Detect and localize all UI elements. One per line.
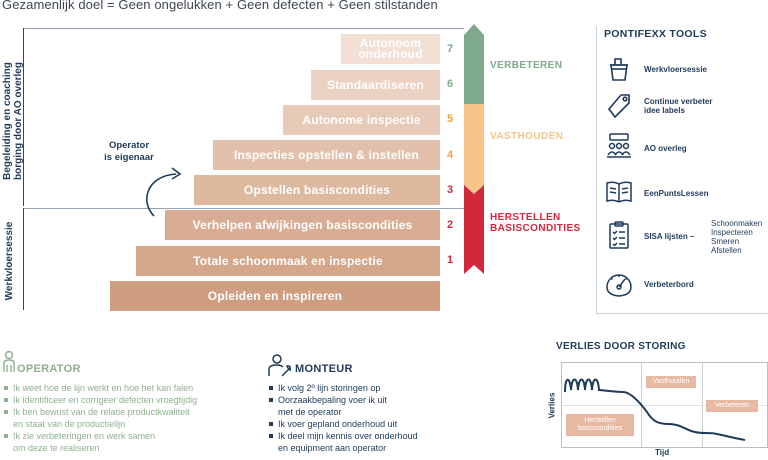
tool-sisa-lijsten (603, 219, 635, 251)
chart-box-verbeteren: Verbeteren (706, 400, 758, 412)
step-number-2: 2 (446, 219, 454, 231)
meeting-icon (603, 130, 635, 162)
checklist-icon (603, 219, 635, 251)
step-number-5: 5 (446, 113, 454, 125)
monteur-wrench-icon (268, 354, 291, 377)
list-item: Ik voer gepland onderhoud uit (269, 418, 499, 430)
chart-xlabel: Tijd (655, 448, 670, 457)
tool-ao-overleg (603, 130, 635, 162)
phase-arrow-herstellen (464, 185, 484, 274)
tag-icon (603, 89, 635, 121)
phase-label-verbeteren: VERBETEREN (490, 60, 563, 71)
list-item: Ik ben bewust van de relatie productkwal… (4, 406, 254, 430)
chart-ylabel: Verlies (547, 392, 557, 419)
operator-person-icon (3, 350, 15, 372)
monteur-list: Ik volg 2º lijn storingen op Oorzaakbepa… (269, 382, 499, 454)
tool-label-verbeterbord: Verbeterbord (644, 280, 694, 289)
step-5: Autonome inspectie (283, 105, 440, 135)
step-1: Totale schoonmaak en inspectie (136, 246, 440, 276)
list-item: Ik weet hoe de lijn werkt en hoe het kan… (4, 382, 254, 394)
list-item: Ik volg 2º lijn storingen op (269, 382, 499, 394)
step-number-7: 7 (446, 43, 454, 55)
gauge-icon (603, 267, 635, 299)
bucket-icon (603, 53, 635, 85)
phase-arrow-verbeteren (464, 24, 484, 104)
tool-label-eenpuntslessen: EenPuntsLessen (644, 189, 709, 198)
sisa-items: Schoonmaken Inspecteren Smeren Afstellen (711, 219, 763, 255)
operator-list: Ik weet hoe de lijn werkt en hoe het kan… (4, 382, 254, 454)
page-title: Gezamenlijk doel = Geen ongelukken + Gee… (2, 0, 438, 12)
phase-label-herstellen: HERSTELLEN BASISCONDITIES (490, 212, 581, 234)
step-2: Verhelpen afwijkingen basiscondities (165, 210, 440, 240)
tool-verbeterbord (603, 267, 635, 299)
phase-arrow (464, 24, 484, 274)
tools-panel (596, 26, 768, 314)
chart-box-vasthouden: Vasthouden (646, 376, 696, 388)
step-number-3: 3 (446, 184, 454, 196)
step-3: Opstellen basiscondities (194, 175, 440, 205)
step-6: Standaardiseren (311, 70, 440, 100)
tool-label-werkvloersessie: Werkvloersessie (644, 65, 708, 74)
coaching-side-label: Begeleiding en coaching borging door AO … (2, 62, 24, 180)
werkvloersessie-side-label: Werkvloersessie (4, 221, 15, 301)
tools-title: PONTIFEXX TOOLS (604, 28, 707, 40)
loss-curve (564, 378, 746, 441)
chart-title: VERLIES DOOR STORING (556, 341, 686, 352)
operator-heading: OPERATOR (17, 363, 81, 375)
phase-arrow-vasthouden (464, 104, 484, 194)
tool-label-idee-labels: Continue verbeter idee labels (644, 97, 713, 115)
monteur-heading: MONTEUR (295, 363, 353, 375)
tool-werkvloersessie (603, 53, 635, 85)
list-item: Ik identificeer en corrigeer defecten vr… (4, 394, 254, 406)
tool-label-sisa-lijsten: SISA lijsten – (644, 232, 695, 241)
tool-label-ao-overleg: AO overleg (644, 144, 687, 153)
step-4: Inspecties opstellen & instellen (213, 140, 440, 170)
step-base: Opleiden en inspireren (110, 281, 440, 311)
step-number-4: 4 (446, 149, 454, 161)
step-number-6: 6 (446, 78, 454, 90)
curved-arrow-icon (146, 167, 182, 217)
step-number-1: 1 (446, 254, 454, 266)
phase-label-vasthouden: VASTHOUDEN (490, 131, 564, 142)
tool-eenpuntslessen (603, 176, 635, 208)
book-icon (603, 176, 635, 208)
operator-owner-note: Operator is eigenaar (104, 140, 154, 163)
tool-idee-labels (603, 89, 635, 121)
